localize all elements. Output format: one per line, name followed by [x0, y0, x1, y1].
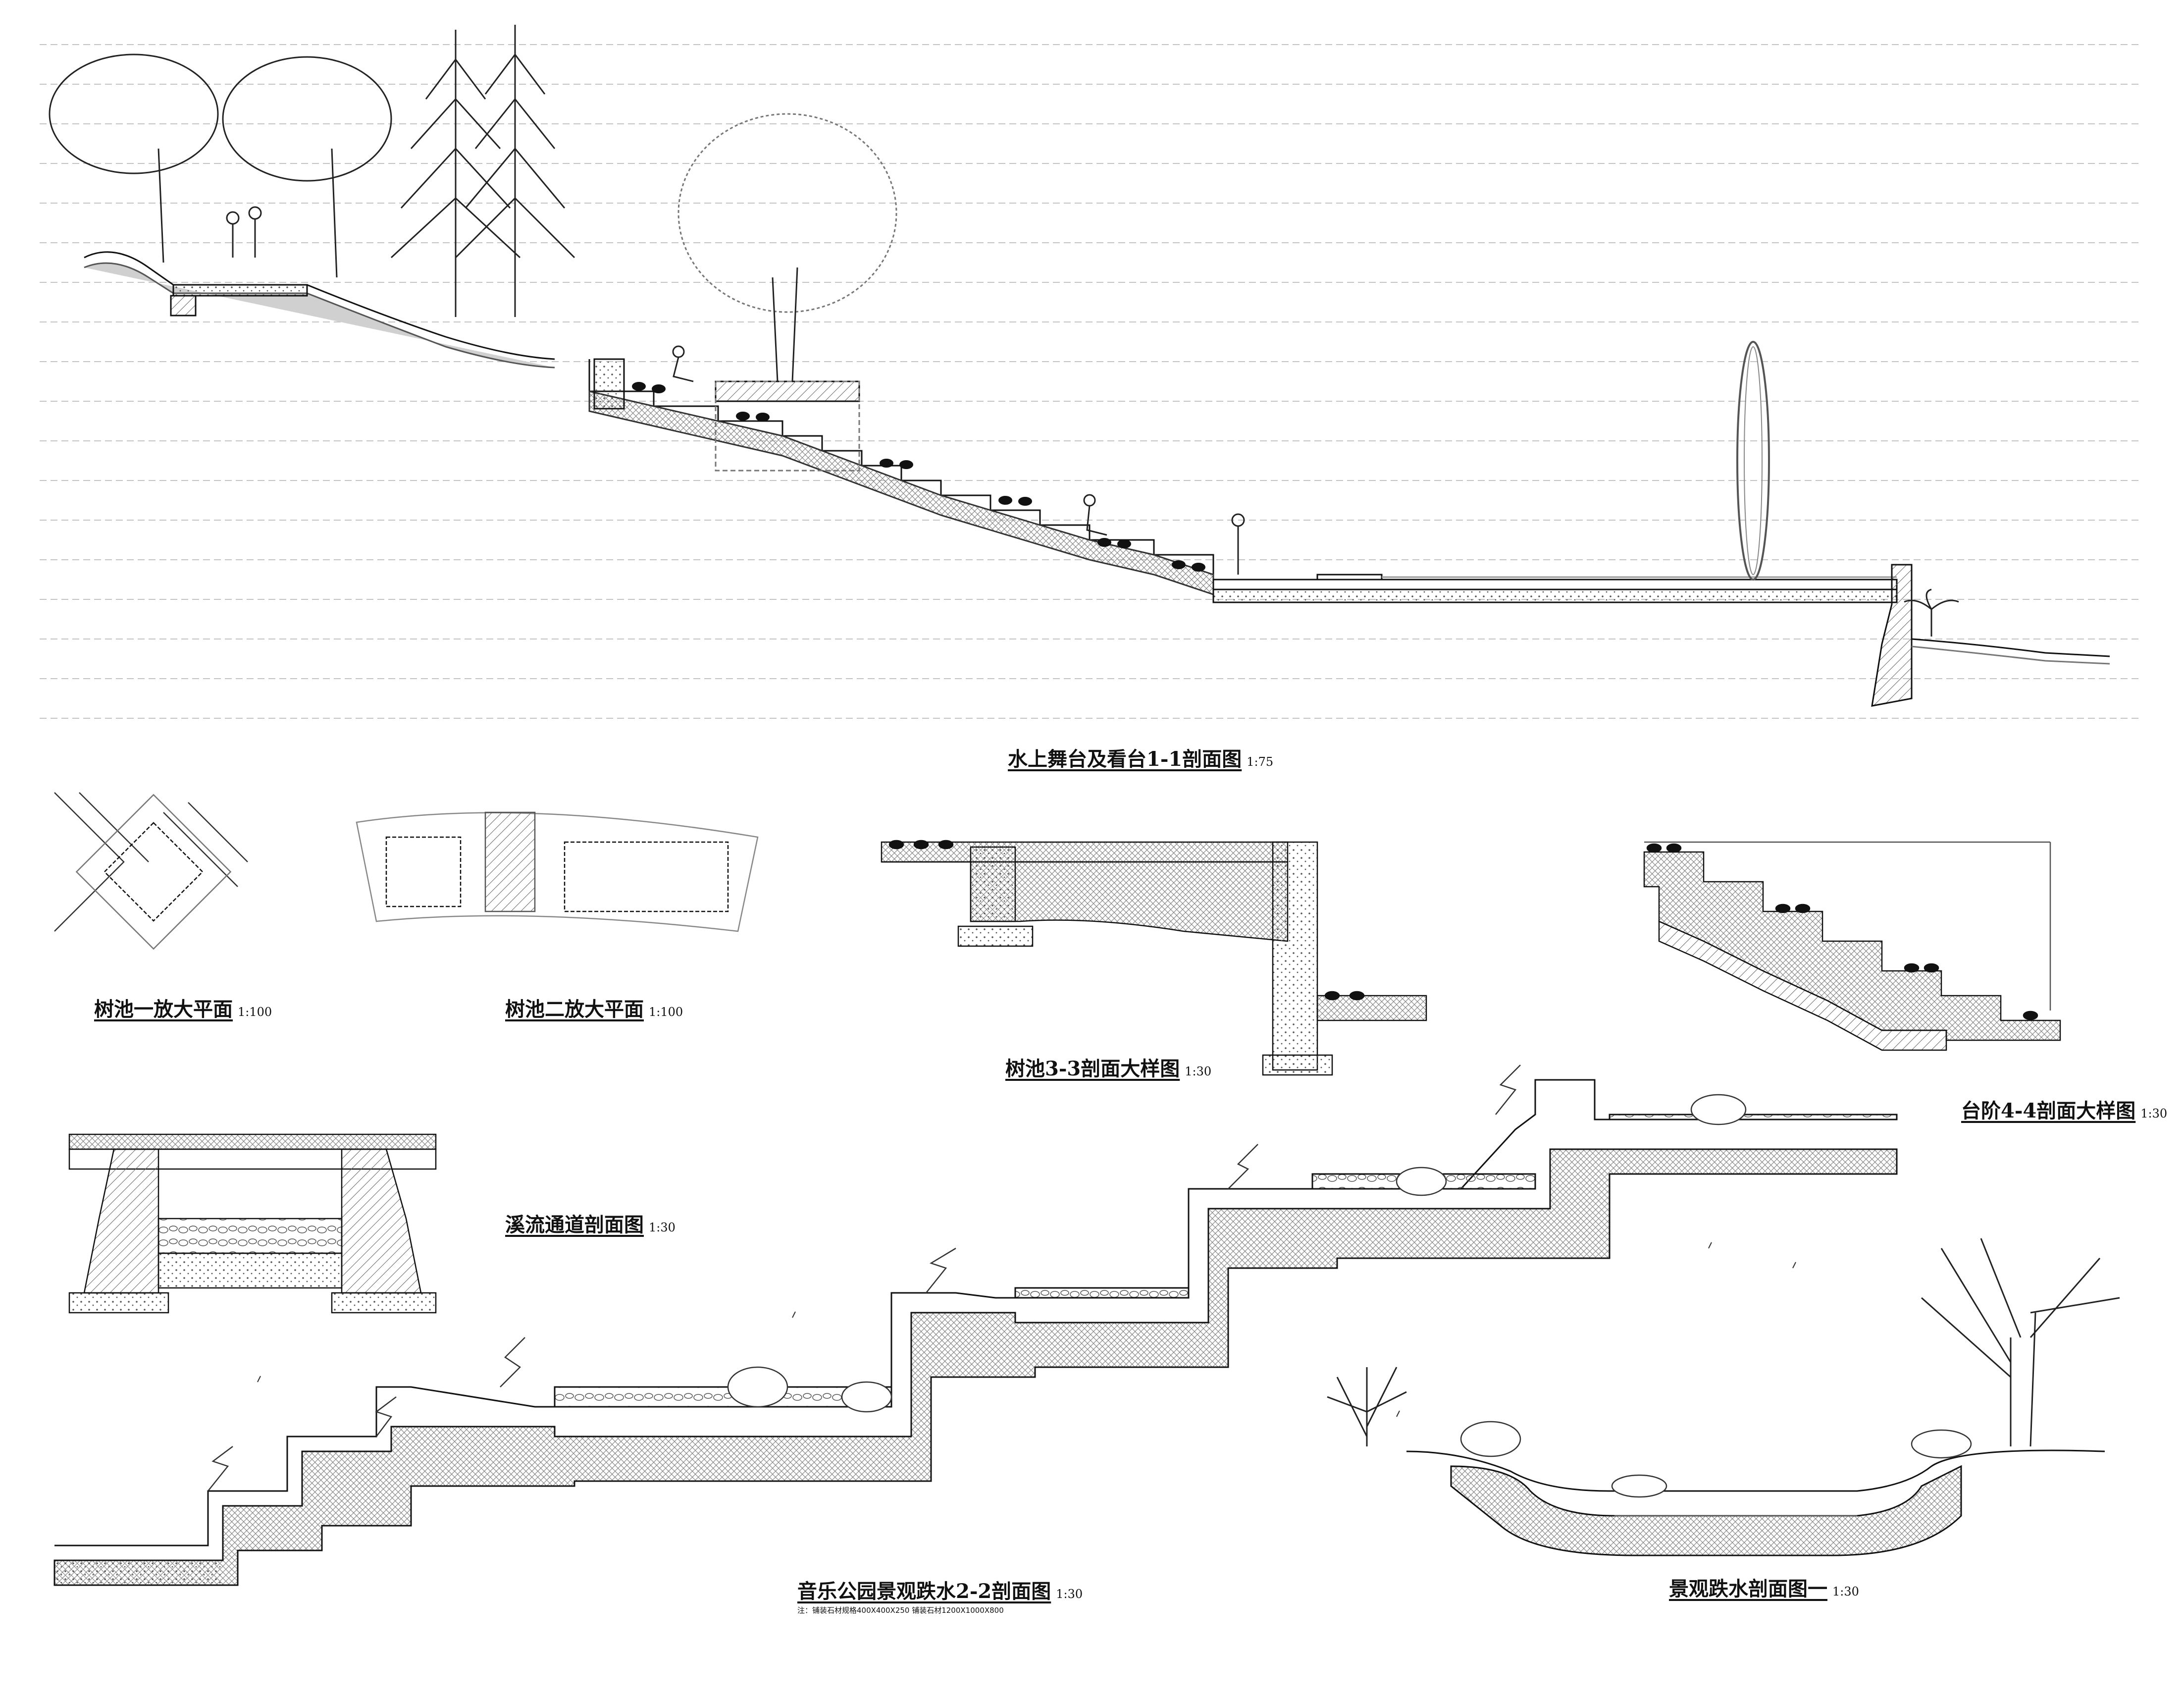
cascade-2-2-note: 注：铺装石材规格400X400X250 铺装石材1200X1000X800 [797, 1606, 1004, 1615]
title-scale: 1:30 [1185, 1065, 1212, 1078]
tree-pool-2-plan-drawing [356, 811, 759, 932]
stream-passage-drawing [68, 1133, 437, 1314]
stream-passage-title: 溪流通道剖面图 1:30 [505, 1209, 676, 1237]
construction-ticks [257, 1242, 1796, 1417]
title-name: 树池3-3剖面大样图 [1005, 1057, 1180, 1080]
tree-pool-1-plan-drawing [54, 792, 248, 950]
section-guide-lines [40, 44, 2139, 719]
cascade-2-2-drawing [53, 1065, 1898, 1586]
title-scale: 1:75 [1247, 755, 1274, 769]
title-scale: 1:100 [238, 1005, 272, 1019]
steps-4-4-drawing [1643, 841, 2061, 1051]
tree-pool-3-3-title: 树池3-3剖面大样图 1:30 [1005, 1053, 1211, 1081]
cascade-section-1-title: 景观跌水剖面图一 1:30 [1669, 1573, 1859, 1601]
section-1-1-terrain [84, 251, 2110, 707]
title-name: 溪流通道剖面图 [505, 1213, 644, 1236]
tree-pool-2-plan-title: 树池二放大平面 1:100 [505, 993, 683, 1022]
title-scale: 1:30 [1832, 1585, 1859, 1598]
title-scale: 1:30 [649, 1221, 676, 1234]
title-name: 景观跌水剖面图一 [1669, 1577, 1827, 1600]
title-name: 树池一放大平面 [94, 998, 233, 1021]
section-1-1-title: 水上舞台及看台1-1剖面图 1:75 [1008, 743, 1273, 772]
title-name: 树池二放大平面 [505, 998, 644, 1021]
steps-4-4-title: 台阶4-4剖面大样图 1:30 [1961, 1095, 2167, 1123]
title-scale: 1:100 [649, 1005, 683, 1019]
section-trees [49, 25, 1959, 637]
title-name: 台阶4-4剖面大样图 [1961, 1099, 2136, 1122]
title-name: 音乐公园景观跌水2-2剖面图 [797, 1580, 1051, 1603]
title-scale: 1:30 [1056, 1587, 1083, 1601]
cascade-section-1-drawing [1327, 1238, 2120, 1556]
tree-pool-1-plan-title: 树池一放大平面 1:100 [94, 993, 272, 1022]
title-scale: 1:30 [2140, 1107, 2168, 1120]
tree-pool-3-3-drawing [881, 840, 1427, 1076]
cascade-2-2-title: 音乐公园景观跌水2-2剖面图 1:30 [797, 1575, 1083, 1604]
title-name: 水上舞台及看台1-1剖面图 [1008, 747, 1242, 771]
